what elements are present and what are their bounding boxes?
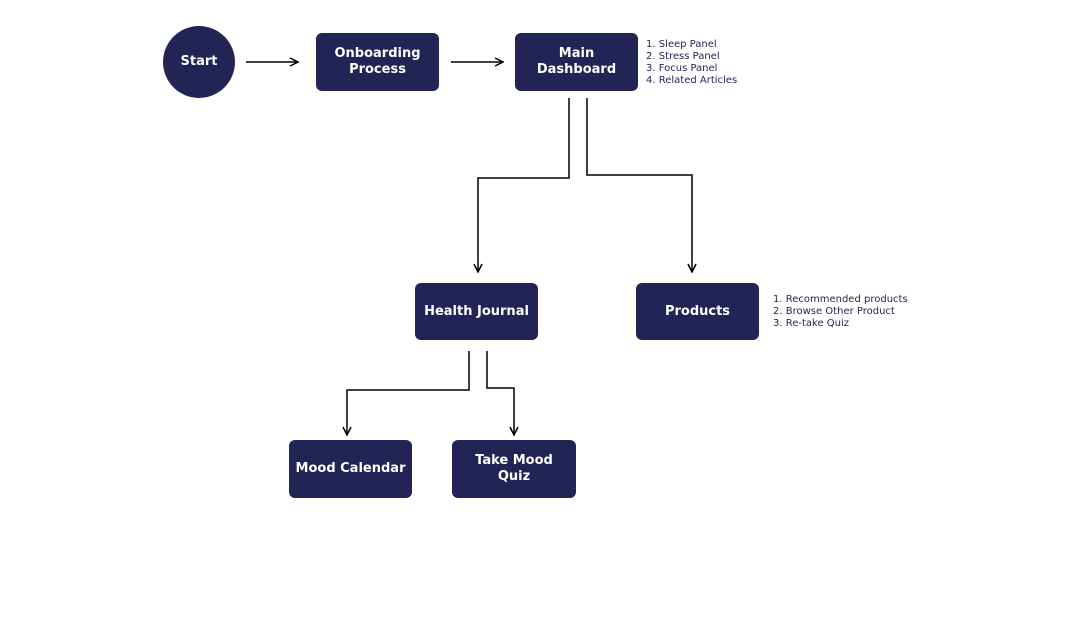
dashboard-note-item: 3. Focus Panel — [646, 63, 718, 74]
mood-calendar-label: Mood Calendar — [295, 461, 406, 476]
products-notes: 1. Recommended products 2. Browse Other … — [773, 294, 908, 330]
health-journal-label: Health Journal — [424, 303, 529, 319]
products-note-item: 2. Browse Other Product — [773, 306, 895, 317]
main-dashboard-notes: 1. Sleep Panel 2. Stress Panel 3. Focus … — [646, 39, 737, 87]
start-node[interactable]: Start — [163, 26, 235, 98]
onboarding-process-node[interactable]: Onboarding Process — [316, 33, 439, 91]
products-node[interactable]: Products — [636, 283, 759, 340]
arrow-dashboard-to-journal — [478, 98, 570, 272]
arrow-journal-to-mood-calendar — [347, 351, 470, 435]
dashboard-note-item: 1. Sleep Panel — [646, 39, 717, 50]
main-dashboard-label: Main Dashboard — [536, 46, 617, 77]
products-note-item: 1. Recommended products — [773, 294, 908, 305]
products-label: Products — [664, 303, 731, 319]
onboarding-process-label: Onboarding Process — [334, 46, 421, 77]
health-journal-node[interactable]: Health Journal — [415, 283, 538, 340]
mood-calendar-node[interactable]: Mood Calendar — [289, 440, 412, 498]
products-note-item: 3. Re-take Quiz — [773, 318, 850, 329]
take-mood-quiz-node[interactable]: Take Mood Quiz — [452, 440, 576, 498]
start-node-label: Start — [180, 54, 218, 69]
main-dashboard-node[interactable]: Main Dashboard — [515, 33, 638, 91]
dashboard-note-item: 4. Related Articles — [646, 75, 738, 86]
arrow-dashboard-to-products — [586, 98, 692, 272]
dashboard-note-item: 2. Stress Panel — [646, 51, 720, 62]
take-mood-quiz-label: Take Mood Quiz — [475, 453, 553, 484]
arrow-journal-to-mood-quiz — [486, 351, 514, 435]
